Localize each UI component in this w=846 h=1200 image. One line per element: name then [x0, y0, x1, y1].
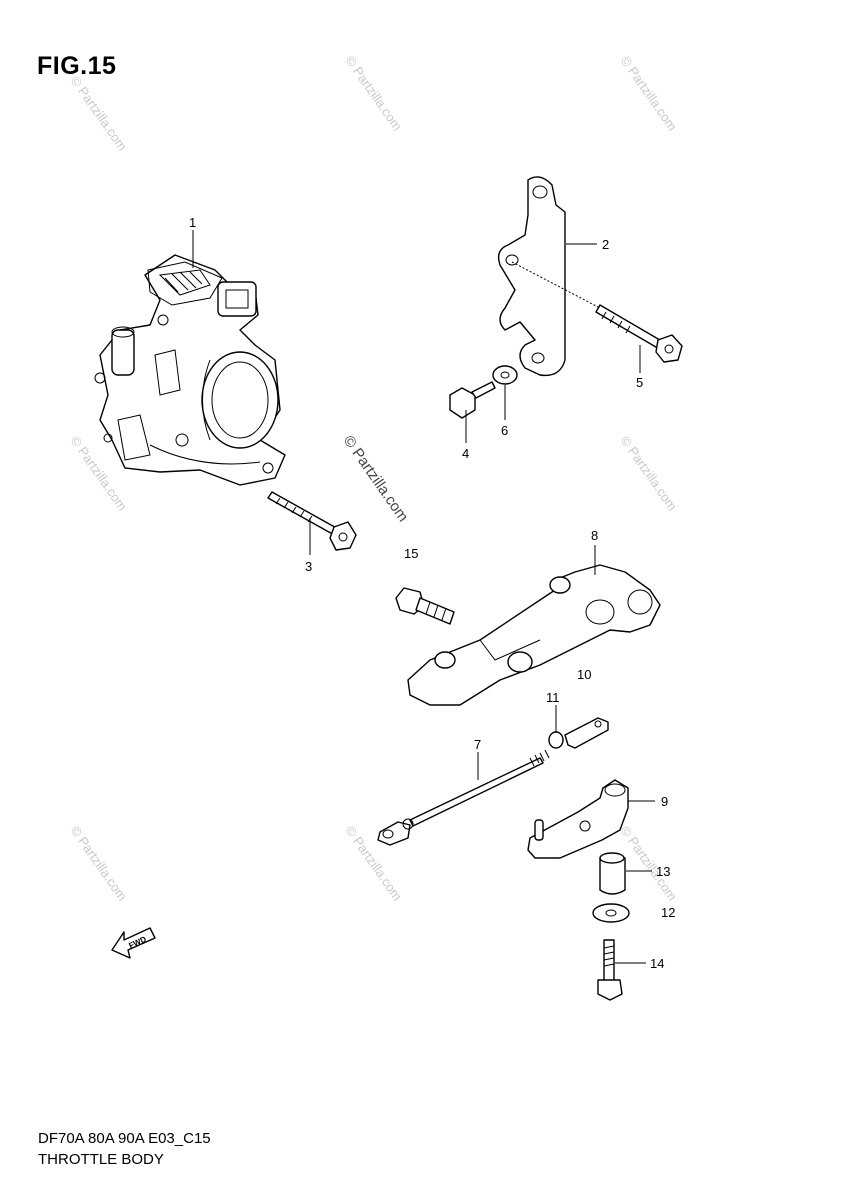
watermark-group: © Partzilla.com © Partzilla.com © Partzi… [68, 53, 681, 903]
watermark-text: © Partzilla.com [68, 73, 131, 153]
callout-labels: 1 2 3 4 5 6 7 8 9 10 11 12 13 14 15 [189, 215, 675, 971]
bracket-part [497, 176, 566, 377]
lever-part [527, 779, 629, 859]
watermark-text: © Partzilla.com [618, 53, 681, 133]
callout-6: 6 [501, 423, 508, 438]
section-name-caption: THROTTLE BODY [38, 1151, 164, 1168]
watermark-center-text: © Partzilla.com [340, 433, 412, 526]
callout-11: 11 [546, 690, 560, 705]
model-code-caption: DF70A 80A 90A E03_C15 [38, 1130, 211, 1147]
callout-10: 10 [577, 667, 591, 682]
throttle-body-part [94, 254, 286, 486]
watermark-text: © Partzilla.com [618, 433, 681, 513]
watermark-text: © Partzilla.com [68, 823, 131, 903]
watermark-text: © Partzilla.com [343, 53, 406, 133]
callout-15: 15 [404, 546, 418, 561]
control-rod-part [377, 749, 550, 846]
watermark-text: © Partzilla.com [618, 823, 681, 903]
washer-part [492, 365, 518, 385]
bolt-part [511, 261, 683, 363]
bolt-part [597, 939, 623, 1001]
leader-lines [192, 230, 655, 964]
callout-3: 3 [305, 559, 312, 574]
callout-4: 4 [462, 446, 469, 461]
callout-9: 9 [661, 794, 668, 809]
callout-2: 2 [602, 237, 609, 252]
forward-direction-arrow: FWD [111, 927, 156, 959]
figure-title: FIG.15 [37, 52, 117, 80]
callout-12: 12 [661, 905, 675, 920]
callout-8: 8 [591, 528, 598, 543]
washer-part [592, 903, 630, 923]
collar-part [599, 852, 626, 895]
callout-1: 1 [189, 215, 196, 230]
callout-5: 5 [636, 375, 643, 390]
bolt-part [395, 587, 455, 625]
callout-7: 7 [474, 737, 481, 752]
callout-13: 13 [656, 864, 670, 879]
throttle-arm-part [407, 564, 661, 706]
bolt-part [267, 491, 357, 551]
rod-end-part [548, 717, 609, 749]
bolt-part [449, 381, 496, 419]
callout-14: 14 [650, 956, 664, 971]
